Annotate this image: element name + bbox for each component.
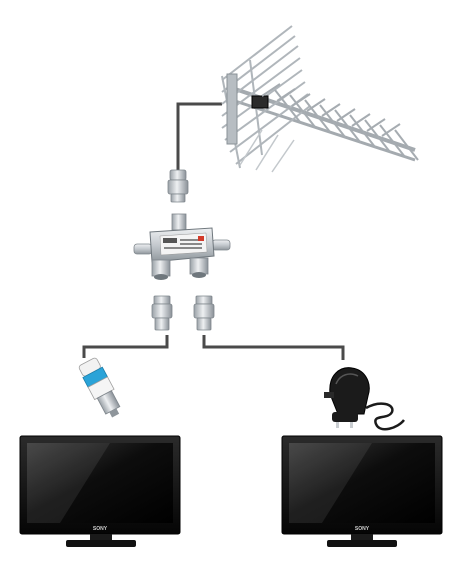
tv-icon [281,435,443,547]
two-way-splitter-icon [133,213,231,280]
tv-left: SONY [19,435,181,547]
tv-icon [19,435,181,547]
f-connector-icon [151,295,173,331]
tv-left-brand: SONY [93,526,108,532]
tv-aerial-icon [221,25,419,173]
cable-splitter-to-right-tv [202,335,345,360]
power-adapter-icon [324,367,405,431]
cable-splitter-to-left-tv [82,335,169,358]
tv-right: SONY [281,435,443,547]
f-connector-icon [167,169,189,203]
coax-plug-icon [78,357,121,418]
f-connector-icon [193,295,215,331]
cables [82,102,345,360]
tv-right-brand: SONY [355,526,370,532]
cable-aerial-to-splitter [176,102,222,170]
